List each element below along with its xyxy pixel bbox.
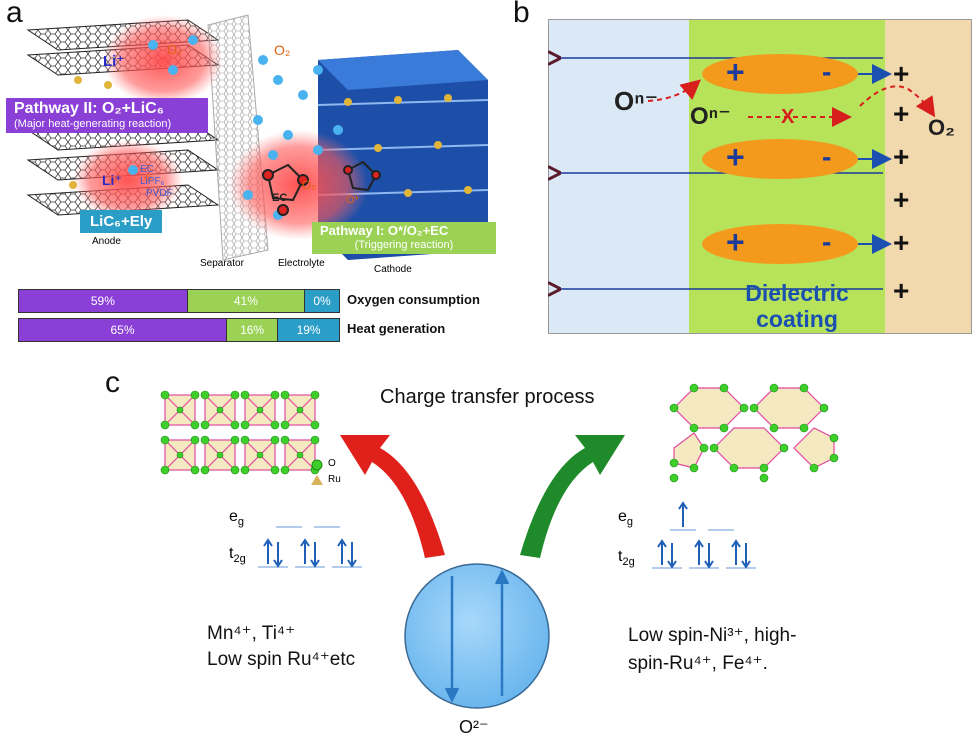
right-eg-label: eg [618, 508, 634, 529]
oxygen-ion-sphere [404, 563, 550, 709]
li-plus-label-top: Li⁺ [103, 53, 125, 70]
dipole-2-minus: - [822, 141, 832, 172]
bar-seg: 0% [305, 290, 339, 312]
o2-label-b: O₂ [928, 115, 955, 140]
red-curved-arrow [340, 435, 445, 558]
heat-generation-bar: 65% 16% 19% [18, 318, 340, 342]
separator-label: Separator [200, 258, 244, 269]
pathway-1-box: Pathway I: O*/O₂+EC (Triggering reaction… [312, 222, 496, 254]
right-crystal-structure [669, 383, 839, 483]
ec-molecule-2 [343, 160, 381, 192]
right-t2g-label: t2g [618, 548, 635, 569]
surface-charge: + [893, 141, 910, 172]
oxygen-consumption-label: Oxygen consumption [347, 292, 480, 307]
pathway-2-note: (Major heat-generating reaction) [14, 118, 172, 131]
left-orbital-levels [258, 526, 362, 568]
pathway-1-note: (Triggering reaction) [354, 238, 454, 251]
lipf6-label: LiPF₆ [140, 176, 165, 187]
dipole-1-plus: + [726, 54, 745, 90]
dipole-1-minus: - [822, 56, 832, 87]
panel-b-arrows [548, 19, 936, 332]
dielectric-coating-label: Dielectric coating [745, 280, 849, 333]
o2-label-center: O₂ [302, 178, 316, 192]
pathway-1-title: Pathway I: O*/O₂+EC [320, 223, 449, 238]
dipole-3-plus: + [726, 224, 745, 260]
right-ions-line2: spin-Ru⁴⁺, Fe⁴⁺. [628, 653, 768, 674]
right-region [885, 20, 971, 333]
bar-seg: 65% [19, 319, 227, 341]
surface-charge: + [893, 227, 910, 258]
green-curved-arrow [520, 435, 625, 558]
anode-label: Anode [92, 236, 121, 247]
blocked-x-mark: X [781, 106, 795, 128]
ec-label-left: EC [140, 164, 154, 175]
on-left-label: Oⁿ⁻ [614, 86, 659, 116]
legend-o-symbol [311, 459, 323, 471]
on-mid-label: Oⁿ⁻ [690, 103, 731, 130]
o2-minus-label: O²⁻ [459, 717, 489, 737]
legend-o-label: O [328, 458, 336, 469]
bar-seg: 59% [19, 290, 188, 312]
panel-b-letter: b [513, 0, 530, 29]
electrolyte-label: Electrolyte [278, 258, 325, 269]
curved-arrows [340, 435, 625, 558]
o-star-label: O* [346, 194, 359, 206]
surface-charge: + [893, 98, 910, 129]
lic6-ely-box: LiC₆+Ely [80, 210, 163, 234]
left-region [549, 20, 689, 333]
left-ions-line2: Low spin Ru⁴⁺etc [207, 649, 356, 670]
li-plus-label-bottom: Li⁺ [102, 172, 122, 188]
panel-a-letter: a [6, 0, 23, 29]
panel-c-letter: c [105, 366, 120, 399]
dipole-3-minus: - [822, 226, 832, 257]
right-orbital-levels [652, 501, 756, 569]
heat-generation-label: Heat generation [347, 321, 446, 336]
o2-label-top: O₂ [167, 42, 183, 57]
left-ions-line1: Mn⁴⁺, Ti⁴⁺ [207, 623, 296, 644]
pathway-2-box: Pathway II: O₂+LiC₆ (Major heat-generati… [6, 98, 208, 134]
surface-charge: + [893, 184, 910, 215]
o2-label-separator: O₂ [274, 42, 291, 58]
bar-seg: 41% [187, 290, 306, 312]
panel-a-illustration [26, 14, 489, 261]
bar-seg: 19% [278, 319, 339, 341]
surface-charge: + [893, 58, 910, 89]
ec-label-center: EC [272, 192, 288, 204]
right-ions-line1: Low spin-Ni³⁺, high- [628, 625, 797, 646]
surface-charge: + [893, 275, 910, 306]
oxygen-molecules [128, 35, 343, 220]
left-t2g-label: t2g [229, 545, 246, 566]
legend-ru-symbol [311, 475, 323, 485]
pvdf-label: PVDF [146, 188, 173, 199]
legend-ru-label: Ru [328, 474, 341, 485]
dipole-2-plus: + [726, 139, 745, 175]
left-crystal-structure [160, 390, 320, 475]
ec-molecule [262, 163, 309, 216]
cathode-label: Cathode [374, 264, 412, 275]
charge-transfer-title: Charge transfer process [380, 386, 595, 408]
bar-seg: 16% [227, 319, 279, 341]
oxygen-consumption-bar: 59% 41% 0% [18, 289, 340, 313]
left-eg-label: eg [229, 508, 245, 529]
pathway-2-title: Pathway II: O₂+LiC₆ [14, 100, 164, 117]
